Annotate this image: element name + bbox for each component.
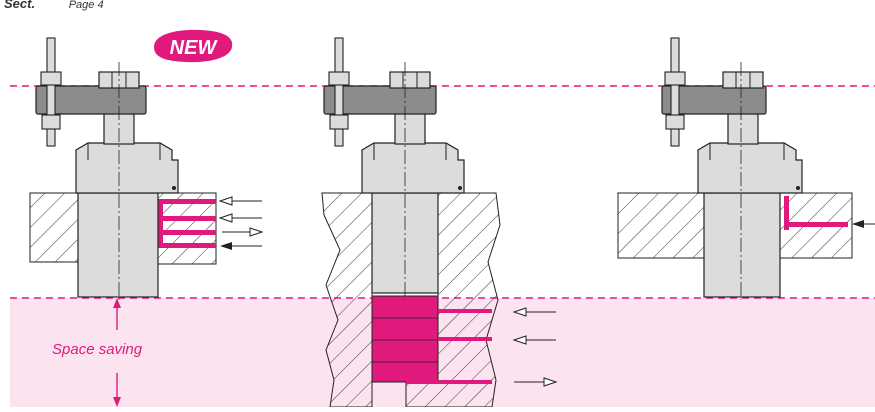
new-badge: NEW <box>150 27 236 65</box>
clamp-right <box>617 37 875 300</box>
arrow-open-icon <box>218 213 262 223</box>
clamp-arm <box>35 85 147 115</box>
oil-channel <box>158 230 216 235</box>
new-badge-shape: NEW <box>154 29 233 63</box>
hex-nut <box>389 71 431 89</box>
oil-channel <box>406 380 492 384</box>
adjusting-bolt <box>334 37 344 147</box>
fixture-body-left <box>617 192 705 259</box>
page-header: Sect. Page 4 <box>4 0 104 11</box>
arrow-up-icon <box>113 298 121 330</box>
hex-nut <box>722 71 764 89</box>
page-label: Page 4 <box>68 0 104 11</box>
space-saving-label: Space saving <box>52 341 143 358</box>
section-label: Sect. <box>4 0 36 11</box>
fixture-body-left <box>29 192 79 263</box>
clamp-arm <box>661 85 767 115</box>
arrow-open-icon <box>218 196 262 206</box>
clamp-arm <box>323 85 437 115</box>
adjusting-bolt <box>46 37 56 147</box>
cylinder-head <box>75 142 179 194</box>
hydraulic-section <box>371 295 439 383</box>
cylinder-body <box>77 192 159 298</box>
oil-channel <box>784 222 848 227</box>
new-badge-text: NEW <box>170 37 219 59</box>
arrow-down-icon <box>113 373 121 407</box>
arrow-open-icon <box>514 377 558 387</box>
cylinder-head <box>697 142 803 194</box>
oil-channel-vertical <box>158 199 163 248</box>
oil-channel <box>438 337 492 341</box>
clamp-left <box>29 37 264 407</box>
arrow-open-icon <box>222 227 264 237</box>
cylinder-head <box>361 142 465 194</box>
oil-channel <box>158 243 216 248</box>
oil-channel-vertical <box>784 196 789 230</box>
arrow-filled-icon <box>852 220 875 228</box>
arrow-filled-icon <box>220 242 262 250</box>
adjusting-bolt <box>670 37 680 147</box>
arrow-open-icon <box>512 335 556 345</box>
arrow-open-icon <box>512 307 556 317</box>
oil-channel <box>158 216 216 221</box>
oil-channel <box>438 309 492 313</box>
cylinder-body <box>703 192 781 298</box>
oil-channel <box>158 199 216 204</box>
clamp-middle <box>321 37 558 408</box>
